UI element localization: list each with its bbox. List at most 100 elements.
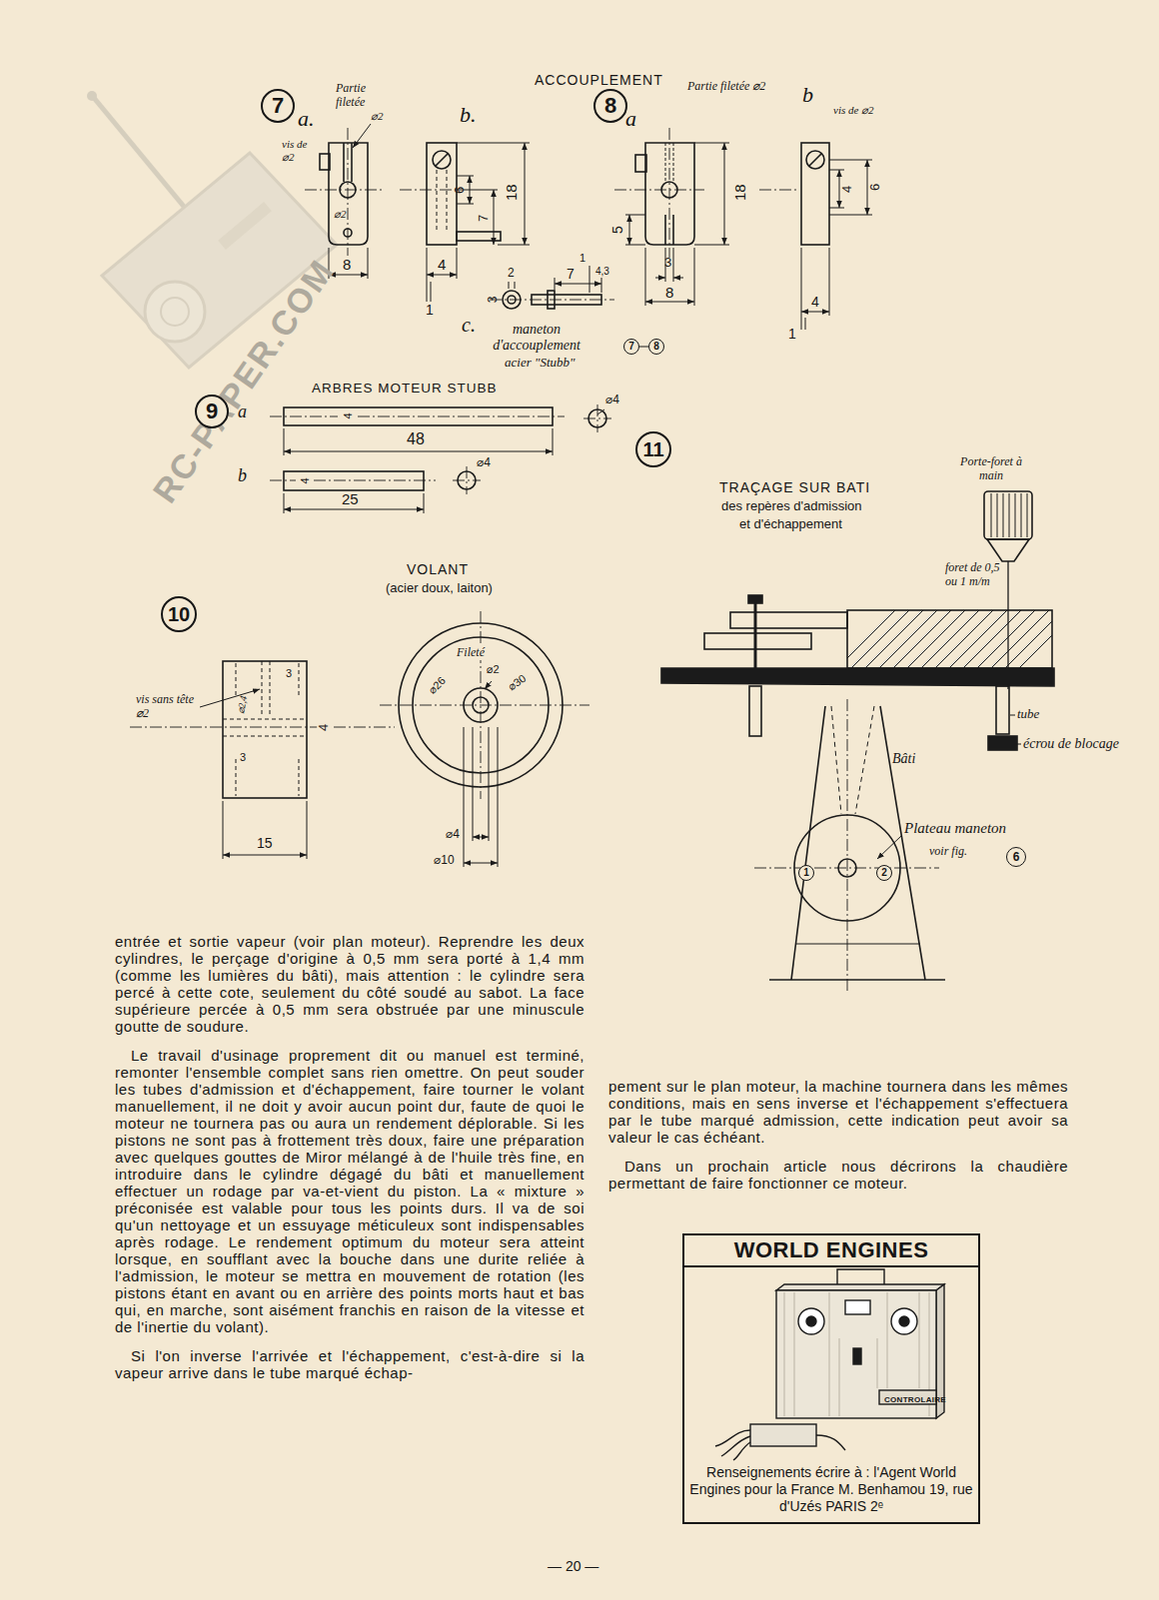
dimension: 3 — [664, 255, 672, 271]
dimension: ⌀26 — [425, 674, 448, 697]
advert-transmitter — [794, 1292, 796, 1417]
view-letter: c. — [461, 313, 476, 337]
callout-circle: 7 — [623, 338, 640, 355]
part-drawings — [199, 689, 260, 708]
centre-lines — [480, 611, 482, 800]
centre-lines — [269, 480, 296, 482]
view-letter: a — [625, 105, 637, 131]
figure-title: TRAÇAGE SUR BATI — [719, 479, 871, 496]
dimension: ⌀4 — [476, 456, 491, 471]
part-drawings — [865, 610, 924, 669]
page-number: — 20 — — [547, 1558, 599, 1575]
centre-lines — [583, 418, 612, 420]
text-column: entrée et sortie vapeur (voir plan moteu… — [114, 933, 585, 1394]
part-drawings — [199, 681, 498, 868]
part-drawings — [988, 736, 1018, 751]
part-drawings — [1027, 493, 1029, 538]
part-drawings — [283, 451, 553, 453]
dimension: 1 — [788, 325, 797, 342]
part-drawings — [222, 801, 224, 860]
part-drawings — [497, 244, 501, 246]
centre-lines — [304, 189, 385, 191]
part-note: foret de 0,5 ou 1 m/m — [945, 561, 1002, 590]
part-drawings — [283, 509, 424, 511]
part-drawings — [704, 633, 812, 650]
part-drawings — [661, 668, 1055, 687]
part-drawings — [472, 727, 474, 842]
text-column: pement sur le plan moteur, la machine to… — [608, 1078, 1069, 1204]
advert-transmitter — [733, 1442, 751, 1461]
part-drawings — [283, 471, 424, 491]
body-paragraph: pement sur le plan moteur, la machine to… — [608, 1078, 1069, 1147]
centre-lines — [452, 480, 481, 482]
part-drawings — [500, 244, 530, 246]
part-drawings — [997, 493, 999, 538]
watermark-transmitter — [86, 90, 97, 101]
part-drawings — [1021, 493, 1023, 538]
advert-transmitter — [891, 1308, 918, 1335]
part-drawings — [269, 661, 271, 718]
part-drawings — [283, 493, 285, 514]
part-drawings — [673, 247, 675, 282]
advert-transmitter — [806, 1316, 817, 1327]
part-drawings — [801, 247, 803, 330]
part-note: vis sans tête ⌀2 — [135, 693, 198, 722]
part-note: écrou de blocage — [1023, 736, 1124, 753]
part-note: Plateau maneton — [904, 820, 1007, 838]
advert-transmitter — [887, 1292, 889, 1389]
part-drawings — [984, 491, 1033, 540]
part-drawings — [809, 153, 822, 166]
part-note: Porte-foret à main — [949, 455, 1034, 484]
part-drawings — [921, 610, 980, 669]
watermark-transmitter — [101, 152, 337, 368]
part-drawings — [222, 661, 307, 797]
centre-lines — [466, 466, 468, 495]
part-drawings — [436, 169, 438, 232]
dimension: ⌀4 — [605, 393, 620, 408]
centre-lines — [313, 480, 436, 482]
part-drawings — [1003, 493, 1005, 538]
callout-circle: 6 — [1006, 847, 1027, 868]
callout-number: 7 — [271, 94, 284, 117]
centre-lines — [129, 727, 318, 729]
part-drawings — [635, 154, 647, 172]
callout-number: 6 — [1013, 851, 1021, 864]
figure-title: VOLANT — [406, 561, 469, 578]
dimension: 8 — [665, 283, 674, 301]
centre-lines — [357, 416, 565, 418]
part-drawings — [625, 244, 646, 246]
part-drawings — [446, 169, 448, 232]
centre-lines — [759, 189, 800, 191]
part-note: Fileté — [455, 646, 486, 661]
advert-address: Renseignements écrire à : l'Agent World … — [688, 1464, 975, 1516]
part-drawings — [949, 610, 1008, 669]
dimension: 4 — [840, 185, 856, 193]
part-drawings — [805, 317, 807, 330]
part-drawings — [991, 610, 1050, 669]
figure-title: ARBRES MOTEUR STUBB — [311, 380, 498, 397]
centre-lines — [269, 416, 338, 418]
dimension: 15 — [256, 835, 273, 852]
part-drawings — [963, 610, 1022, 669]
section-heading: ACCOUPLEMENT — [534, 71, 664, 88]
part-drawings — [222, 661, 307, 799]
part-drawings — [430, 281, 432, 302]
advert-transmitter — [750, 1424, 817, 1447]
callout-circle: 8 — [593, 88, 628, 123]
part-drawings — [352, 123, 371, 148]
advert-transmitter — [845, 1300, 871, 1315]
part-drawings — [298, 759, 300, 797]
dimension: 7 — [566, 265, 575, 282]
part-drawings — [367, 247, 369, 279]
part-drawings — [463, 727, 465, 868]
part-drawings — [456, 203, 474, 205]
part-drawings — [664, 214, 667, 245]
part-drawings — [769, 979, 946, 982]
part-drawings — [639, 346, 649, 348]
part-drawings — [645, 301, 695, 303]
dimension: 3 — [285, 667, 292, 681]
part-note: vis de ⌀2 — [281, 137, 318, 163]
part-drawings — [645, 142, 695, 245]
centre-lines — [847, 699, 849, 992]
dimension: 4 — [316, 723, 332, 733]
